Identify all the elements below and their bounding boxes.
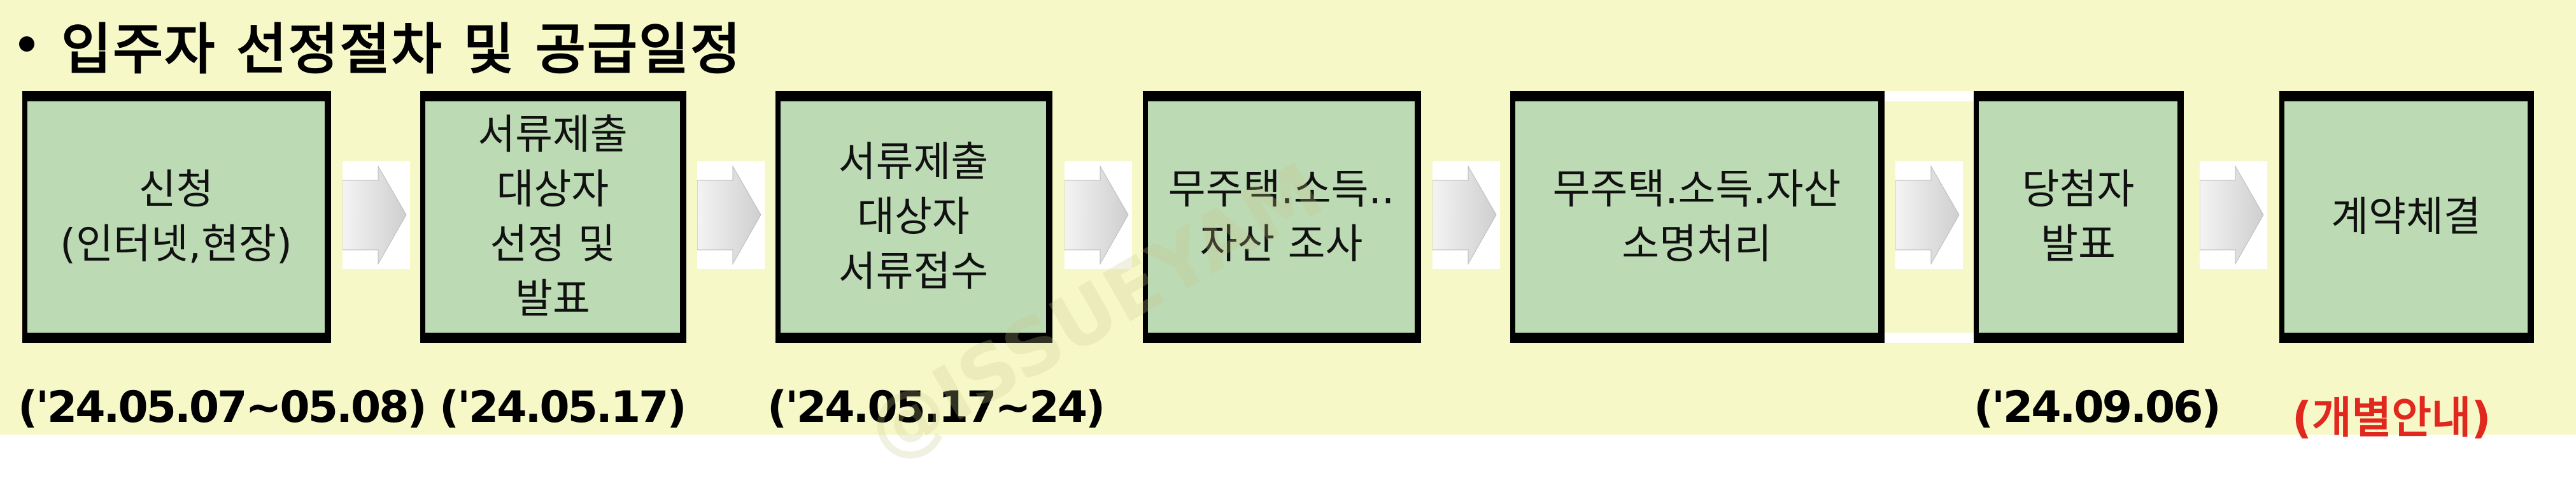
step-label: 무주택.소득.자산 소명처리 xyxy=(1552,166,1841,268)
connector-bottom xyxy=(1885,333,1974,343)
step-label: 서류제출 대상자 선정 및 발표 xyxy=(478,111,628,323)
step-date-document-target-announcement: ('24.05.17) xyxy=(439,382,687,433)
step-box-winner-announcement: 당첨자 발표 xyxy=(1974,91,2184,343)
bullet-icon xyxy=(19,36,34,52)
step-label: 계약체결 xyxy=(2331,193,2481,241)
step-label: 무주택.소득.. 자산 조사 xyxy=(1168,166,1395,268)
step-box-application: 신청 (인터넷,현장) xyxy=(22,91,331,343)
section-title: 입주자 선정절차 및 공급일정 xyxy=(19,9,742,82)
step-date-application: ('24.05.07~05.08) xyxy=(18,382,427,433)
step-box-document-target-announcement: 서류제출 대상자 선정 및 발표 xyxy=(420,91,686,343)
chevron-right-icon xyxy=(343,161,410,269)
step-box-contract: 계약체결 xyxy=(2279,91,2534,343)
step-date-winner-announcement: ('24.09.06) xyxy=(1974,382,2221,433)
chevron-right-icon xyxy=(1065,161,1132,269)
chevron-right-icon xyxy=(2200,161,2267,269)
step-label: 서류제출 대상자 서류접수 xyxy=(838,138,989,296)
step-box-document-submission: 서류제출 대상자 서류접수 xyxy=(775,91,1052,343)
step-label: 신청 (인터넷,현장) xyxy=(60,166,292,268)
step-box-eligibility-check: 무주택.소득.. 자산 조사 xyxy=(1143,91,1421,343)
section-title-text: 입주자 선정절차 및 공급일정 xyxy=(61,17,742,82)
chevron-right-icon xyxy=(1433,161,1500,269)
chevron-right-icon xyxy=(697,161,765,269)
connector-top xyxy=(1885,91,1974,101)
chevron-right-icon xyxy=(1895,161,1963,269)
step-date-contract: (개별안내) xyxy=(2292,393,2491,444)
step-label: 당첨자 발표 xyxy=(2021,166,2135,268)
step-date-document-submission: ('24.05.17~24) xyxy=(767,382,1105,433)
step-box-appeal-processing: 무주택.소득.자산 소명처리 xyxy=(1510,91,1885,343)
